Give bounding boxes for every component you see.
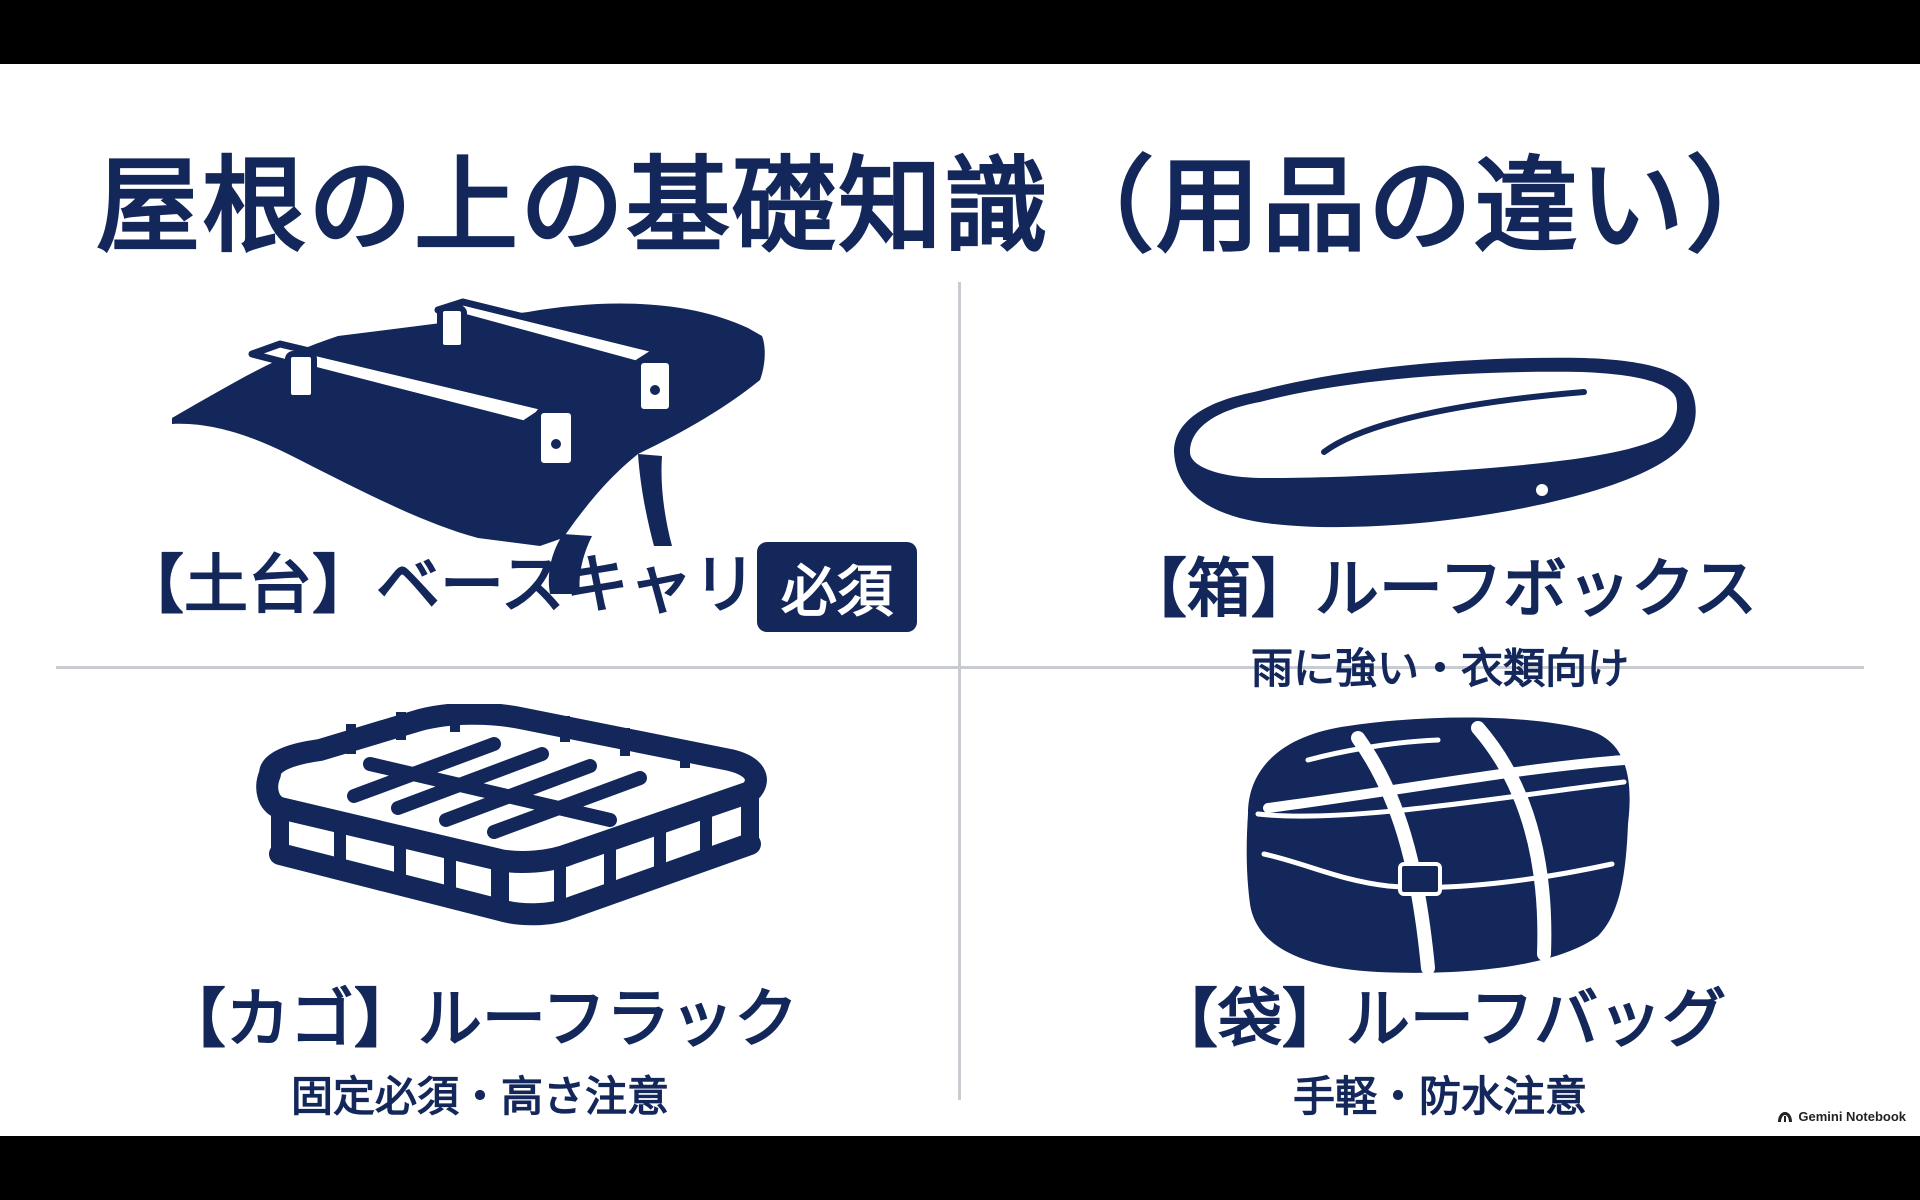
page-title: 屋根の上の基礎知識（用品の違い） [96,145,1793,267]
roof-box-description: 雨に強い・衣類向け [1250,644,1629,693]
slide: 屋根の上の基礎知識（用品の違い） 【土台】ベースキャリア [0,64,1920,1136]
roof-box-icon [1174,357,1696,528]
roof-crossbars-icon [172,298,765,594]
horizontal-divider [56,666,1864,669]
roof-basket-icon [256,704,767,926]
base-carrier-label: 【土台】ベースキャリア [120,549,821,623]
roof-box-label: 【箱】ルーフボックス [1122,553,1758,627]
notebook-logo-icon [1778,1111,1793,1122]
roof-bag-label: 【袋】ルーフバッグ [1153,983,1727,1057]
roof-bag-icon [1246,717,1630,975]
required-badge: 必須 [757,542,917,632]
roof-rack-description: 固定必須・高さ注意 [290,1072,669,1121]
roof-rack-label: 【カゴ】ルーフラック [161,983,799,1057]
vertical-divider [958,282,961,1100]
roof-bag-description: 手軽・防水注意 [1292,1072,1587,1121]
watermark-text: Gemini Notebook [1798,1109,1906,1124]
watermark: Gemini Notebook [1777,1109,1906,1124]
